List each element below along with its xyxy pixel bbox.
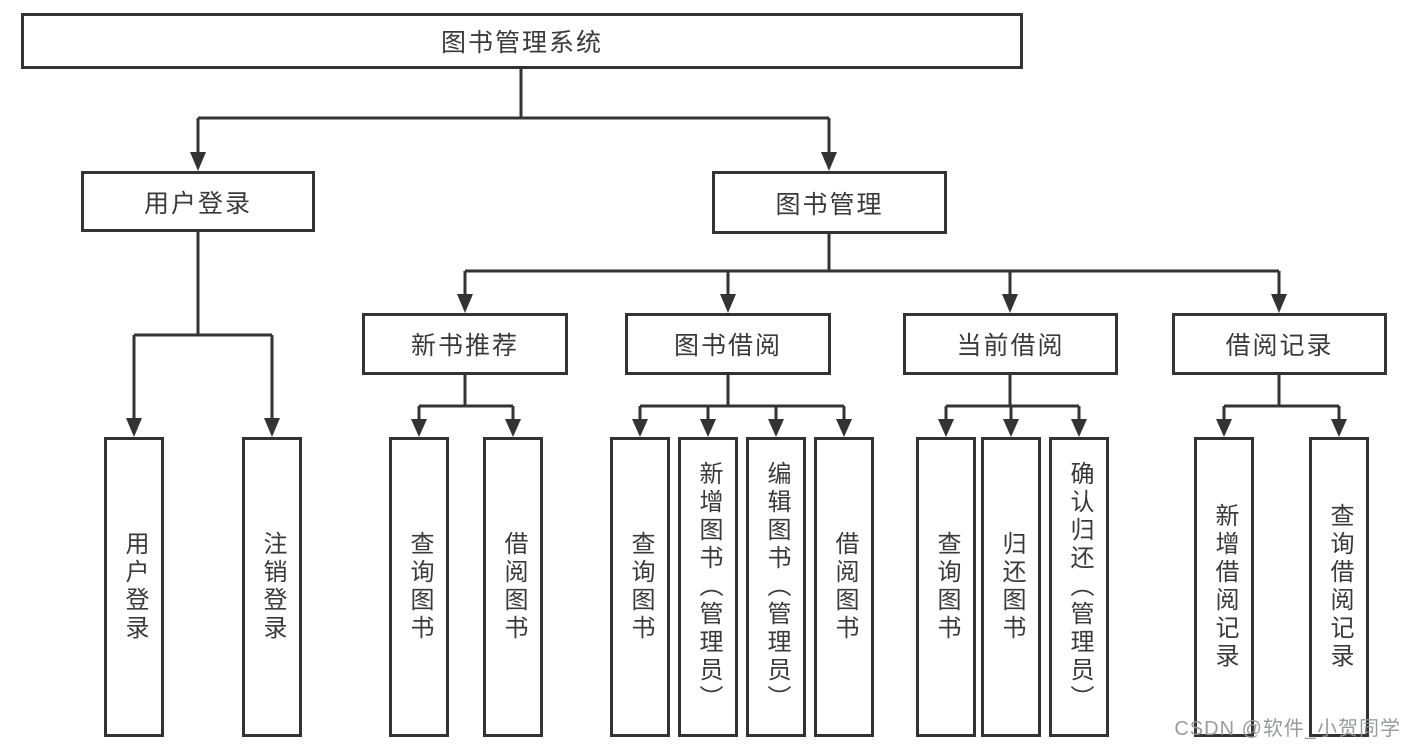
leaf-borrow-books: 借阅图书: [814, 437, 874, 737]
leaf-query-books-borrow: 查询图书: [610, 437, 670, 737]
node-root: 图书管理系统: [21, 13, 1023, 69]
leaf-user-login: 用户登录: [104, 437, 164, 737]
node-user-login: 用户登录: [81, 171, 315, 232]
node-borrowing-records: 借阅记录: [1172, 313, 1387, 375]
edge-userlogin-to-leaves: [132, 232, 274, 420]
edge-bookborrow-to-leaves: [638, 375, 846, 421]
leaf-edit-books-admin: 编辑图书（管理员）: [746, 437, 806, 737]
leaf-add-books-admin: 新增图书（管理员）: [678, 437, 738, 737]
edge-currentborrow-to-leaves: [944, 375, 1081, 421]
leaf-query-books-rec: 查询图书: [389, 437, 449, 737]
node-new-book-recommendation: 新书推荐: [362, 313, 568, 375]
edge-bookmgmt-to-level3: [463, 234, 1281, 296]
leaf-query-books-current: 查询图书: [916, 437, 976, 737]
csdn-watermark: CSDN @软件_小贺同学: [1174, 718, 1401, 740]
leaf-return-books: 归还图书: [981, 437, 1041, 737]
node-book-borrowing: 图书借阅: [625, 313, 831, 375]
leaf-borrow-books-rec: 借阅图书: [483, 437, 543, 737]
node-book-management: 图书管理: [712, 171, 947, 234]
arrowheads: [126, 152, 1347, 437]
leaf-logout: 注销登录: [242, 437, 302, 737]
leaf-confirm-return-admin: 确认归还（管理员）: [1049, 437, 1109, 737]
node-current-borrowing: 当前借阅: [903, 313, 1118, 375]
leaf-query-borrow-record: 查询借阅记录: [1309, 437, 1369, 737]
leaf-add-borrow-record: 新增借阅记录: [1194, 437, 1254, 737]
edge-borrowrecords-to-leaves: [1222, 375, 1341, 421]
edge-root-to-level2: [196, 69, 831, 154]
edge-newbook-to-leaves: [417, 375, 515, 421]
